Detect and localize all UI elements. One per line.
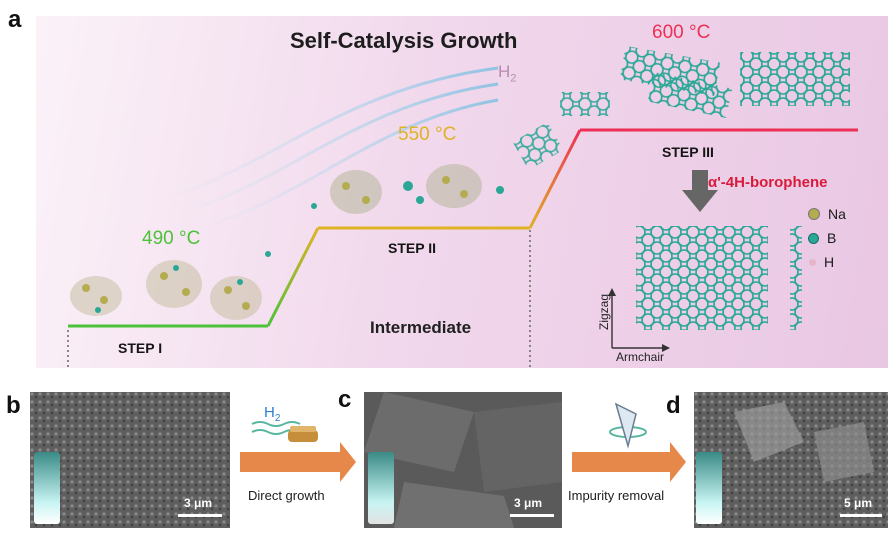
armchair-label: Armchair <box>616 350 665 364</box>
atom-legend: Na B H <box>808 206 846 270</box>
scalebar-label-d: 5 μm <box>844 496 873 510</box>
step2-label: STEP II <box>388 240 436 256</box>
vial-d <box>696 452 722 524</box>
gas-stream-3 <box>189 98 499 232</box>
sem-texture-d <box>694 392 888 528</box>
na-atom-icon <box>808 208 820 220</box>
scalebar-b <box>178 514 222 517</box>
step2-clusters <box>311 164 504 214</box>
zigzag-label: Zigzag <box>597 293 611 330</box>
rise-2 <box>528 129 582 229</box>
step1-temp: 490 °C <box>142 228 201 249</box>
scalebar-label-b: 3 μm <box>184 496 213 510</box>
panel-letter-c: c <box>338 386 352 413</box>
step3-temp: 600 °C <box>652 22 711 43</box>
sem-texture-b <box>30 392 230 528</box>
h2-source-label: H2 <box>264 404 281 424</box>
panel-letter-d: d <box>666 392 681 419</box>
legend-item-b: B <box>808 230 846 246</box>
sem-image-b: 3 μm <box>30 392 230 528</box>
product-label: α'-4H-borophene <box>708 174 828 191</box>
step2-temp: 550 °C <box>398 124 457 145</box>
gas-stream-1 <box>149 66 499 202</box>
down-arrow <box>682 170 718 212</box>
growth-arrow-label: Direct growth <box>248 488 325 503</box>
legend-item-h: H <box>808 254 846 270</box>
scalebar-label-c: 3 μm <box>514 496 543 510</box>
vial-c <box>368 452 394 524</box>
step3-label: STEP III <box>662 144 714 160</box>
panel-letter-b: b <box>6 392 21 419</box>
vial-b <box>34 452 60 524</box>
sem-image-c: 3 μm <box>364 392 562 528</box>
tube-icon <box>609 402 647 449</box>
h2-source-icon <box>251 421 318 442</box>
borophene-fragments <box>512 45 850 170</box>
gas-label: H2 <box>498 62 517 85</box>
legend-item-na: Na <box>808 206 846 222</box>
rise-1 <box>266 227 320 327</box>
sem-image-d: 5 μm <box>694 392 888 528</box>
panel-letter-a: a <box>8 6 22 33</box>
h-atom-icon <box>809 258 816 266</box>
growth-arrow <box>240 442 356 482</box>
intermediate-label: Intermediate <box>370 318 472 337</box>
b-atom-icon <box>808 232 819 244</box>
step1-clusters <box>70 251 271 320</box>
removal-arrow-label: Impurity removal <box>568 488 665 503</box>
gas-stream-2 <box>169 82 499 217</box>
scalebar-c <box>510 514 554 517</box>
removal-arrow <box>572 442 686 482</box>
borophene-side-view <box>790 226 802 330</box>
borophene-lattice <box>636 226 768 330</box>
scalebar-d <box>840 514 882 517</box>
main-title: Self-Catalysis Growth <box>290 28 518 53</box>
step1-label: STEP I <box>118 340 163 356</box>
